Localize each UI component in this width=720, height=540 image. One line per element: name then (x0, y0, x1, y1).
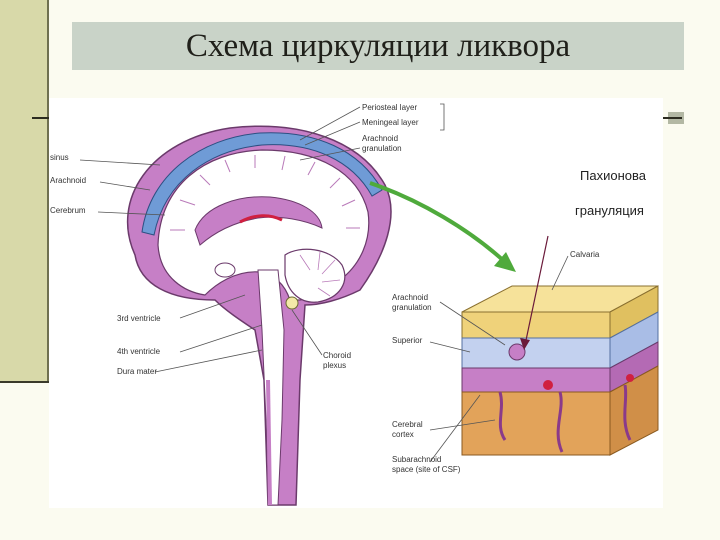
label-fourth-ventricle: 4th ventricle (117, 347, 161, 356)
label-arachnoid-2: Arachnoid (392, 293, 428, 302)
cerebral-cortex-front (462, 392, 610, 455)
label-cerebral: Cerebral (392, 420, 423, 429)
dura-layer-front (462, 338, 610, 368)
annotation-pachionian-line2: грануляция (575, 203, 644, 218)
label-superior: Superior (392, 336, 423, 345)
top-bracket (440, 104, 444, 130)
granulation-red-2 (626, 374, 634, 382)
label-arachnoid-granulation-2: granulation (362, 144, 402, 153)
label-subarachnoid: Subarachnoid (392, 455, 441, 464)
slide-title: Схема циркуляции ликвора (186, 28, 570, 65)
csf-diagram-figure: sinus Arachnoid Cerebrum 3rd ventricle 4… (49, 98, 663, 508)
annotation-pachionian-line1: Пахионова (580, 168, 646, 183)
calvaria-front (462, 312, 610, 338)
spinal-csf (268, 380, 270, 505)
left-bottom-rule (0, 381, 50, 383)
label-arachnoid-granulation-1: Arachnoid (362, 134, 398, 143)
arachnoid-layer-front (462, 368, 610, 392)
left-accent-bar (0, 0, 47, 382)
label-periosteal: Periosteal layer (362, 103, 417, 112)
title-rule-right (662, 117, 682, 119)
label-arachnoid: Arachnoid (50, 176, 86, 185)
csf-diagram-svg: sinus Arachnoid Cerebrum 3rd ventricle 4… (49, 98, 663, 508)
label-sinus: sinus (50, 153, 69, 162)
label-choroid: Choroid (323, 351, 351, 360)
pituitary (215, 263, 235, 277)
granulation-red-1 (543, 380, 553, 390)
label-dura-mater: Dura mater (117, 367, 157, 376)
label-third-ventricle: 3rd ventricle (117, 314, 161, 323)
label-granulation-2: granulation (392, 303, 432, 312)
label-cortex: cortex (392, 430, 414, 439)
label-meningeal: Meningeal layer (362, 118, 419, 127)
label-space: space (site of CSF) (392, 465, 461, 474)
label-plexus: plexus (323, 361, 346, 370)
fourth-ventricle-marker (286, 297, 298, 309)
arachnoid-granulation-bump (509, 344, 525, 360)
label-cerebrum: Cerebrum (50, 206, 86, 215)
title-box: Схема циркуляции ликвора (72, 22, 684, 70)
label-calvaria: Calvaria (570, 250, 600, 259)
